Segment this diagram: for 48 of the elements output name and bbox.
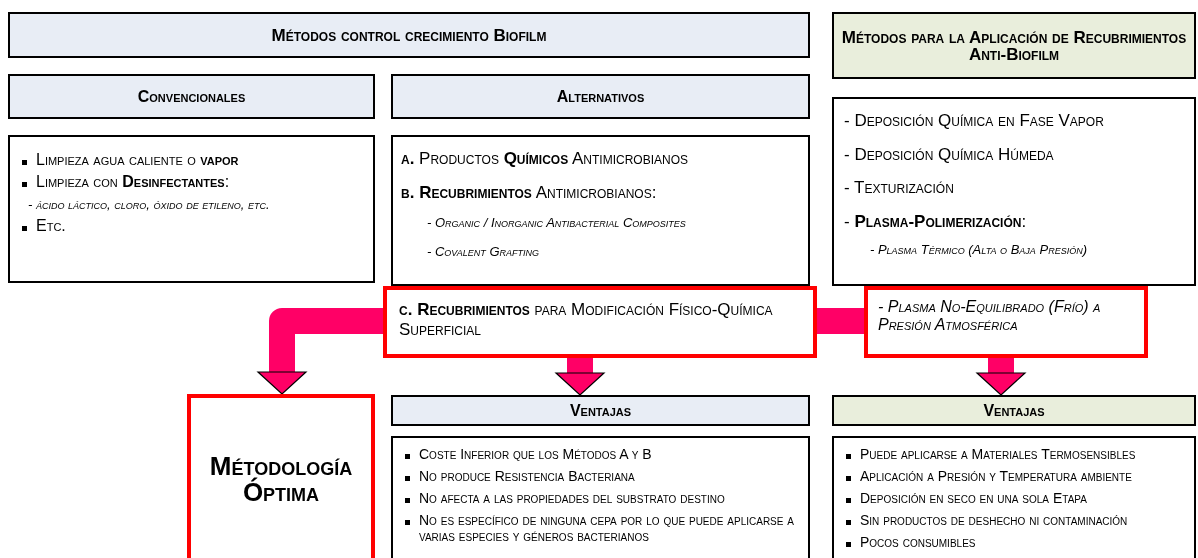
bullet-item: Puede aplicarse a Materiales Termosensibles	[840, 446, 1188, 463]
header-text: Métodos para la Aplicación de Recubrimientos Anti-Biofilm	[840, 28, 1188, 63]
list-item: - Plasma No-Equilibrado (Frío) a Presión Atmosférica	[878, 298, 1102, 335]
method-list-panel	[391, 135, 810, 286]
advantages-header	[391, 395, 810, 426]
method-list-panel	[8, 135, 375, 283]
bullet-item: Deposición en seco en una sola Etapa	[840, 490, 1188, 507]
connector-bar	[817, 308, 864, 334]
bullet-item: Pocos consumibles	[840, 534, 1188, 551]
bullet-item: Coste Inferior que los Métodos A y B	[399, 446, 802, 463]
result-box	[187, 394, 375, 558]
header-text: Métodos control crecimiento Biofilm	[270, 26, 548, 44]
title-banner	[832, 12, 1196, 79]
bullet-item: Sin productos de deshecho ni contaminación	[840, 512, 1188, 529]
block-arrow	[976, 358, 1026, 396]
bullet-item: Limpieza con Desinfectantes:	[16, 173, 367, 192]
category-header	[391, 74, 810, 119]
bullet-item: No afecta a las propiedades del substrato destino	[399, 490, 802, 507]
sub-item: - Organic / Inorganic Antibacterial Composites	[426, 216, 687, 232]
method-list-panel	[832, 97, 1196, 286]
sub-item: - Plasma Térmico (Alta o Baja Presión)	[869, 243, 1088, 259]
advantages-list-panel	[391, 436, 810, 558]
header-text: Ventajas	[568, 402, 633, 419]
bullet-item: No es específico de ninguna cepa por lo que puede aplicarse a varias especies y géneros bacterianos	[399, 512, 802, 545]
bullet-item: Aplicación a Presión y Temperatura ambiente	[840, 468, 1188, 485]
list-item: b. Recubrimientos Antimicrobianos:	[401, 182, 658, 203]
list-item: - Deposición Química Húmeda	[844, 144, 1055, 165]
block-arrow	[555, 358, 605, 396]
list-item: - Deposición Química en Fase Vapor	[844, 111, 1105, 131]
list-item: - Plasma-Polimerización:	[844, 211, 1028, 232]
sub-item: - Covalent Grafting	[426, 245, 541, 260]
highlighted-method-box	[383, 286, 817, 358]
advantages-header	[832, 395, 1196, 426]
header-text: Métodología Óptima	[208, 453, 354, 505]
header-text: Alternativos	[555, 88, 646, 105]
header-text: Ventajas	[982, 402, 1046, 419]
bullet-item: Limpieza agua caliente o vapor	[16, 151, 367, 170]
category-header	[8, 74, 375, 119]
list-item: c. Recubrimientos para Modificación Físico-Química Superficial	[399, 300, 774, 340]
list-item: a. Productos Químicos Antimicrobianos	[401, 149, 689, 169]
bullet-item: No produce Resistencia Bacteriana	[399, 468, 802, 485]
highlighted-method-box	[864, 286, 1148, 358]
sub-item: - ácido láctico, cloro, óxido de etileno, etc.	[27, 197, 271, 213]
header-text: Convencionales	[136, 88, 247, 105]
bullet-item: Etc.	[16, 216, 367, 236]
list-item: - Texturización	[844, 178, 955, 198]
advantages-list-panel	[832, 436, 1196, 558]
title-banner	[8, 12, 810, 58]
